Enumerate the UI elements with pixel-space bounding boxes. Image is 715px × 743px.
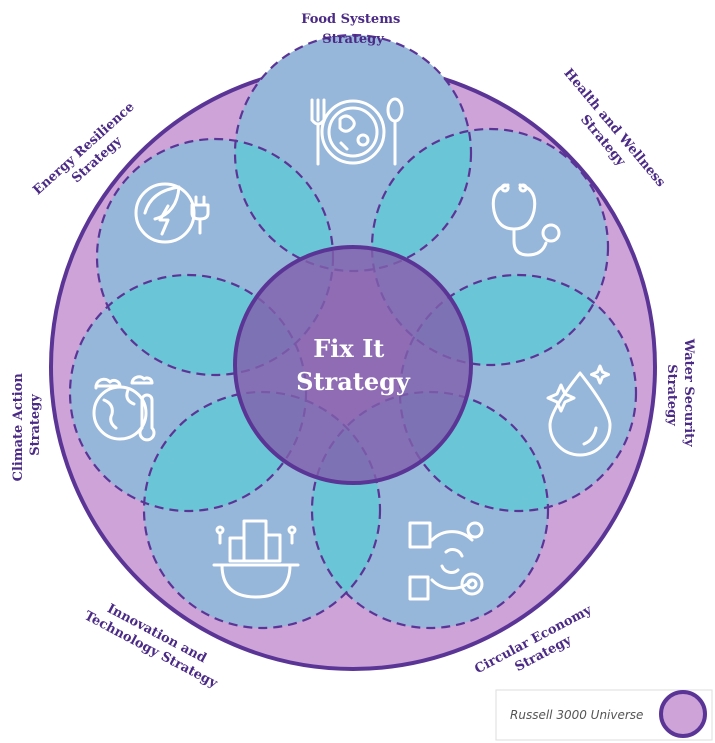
stethoscope-icon bbox=[491, 183, 561, 257]
center-title-line1: Fix It bbox=[313, 334, 384, 363]
center-title-line2: Strategy bbox=[296, 367, 411, 396]
label-climate-strategy: Climate Action Strategy bbox=[11, 369, 43, 482]
legend-swatch bbox=[659, 690, 707, 738]
label-food-strategy: Food Systems Strategy bbox=[301, 12, 405, 47]
label-water-strategy: Water Security Strategy bbox=[664, 338, 696, 451]
svg-text:Fix It Strategy: Fix It Strategy bbox=[296, 334, 411, 396]
plate-fork-spoon-icon bbox=[310, 97, 404, 166]
legend: Russell 3000 Universe bbox=[495, 689, 713, 741]
leaf-plug-icon bbox=[134, 182, 210, 244]
globe-thermometer-icon bbox=[92, 375, 156, 442]
water-drop-icon bbox=[546, 364, 612, 457]
building-gear-icon bbox=[212, 519, 300, 599]
recycle-city-icon bbox=[408, 521, 484, 601]
center-circle bbox=[233, 245, 473, 485]
legend-label: Russell 3000 Universe bbox=[510, 708, 643, 722]
